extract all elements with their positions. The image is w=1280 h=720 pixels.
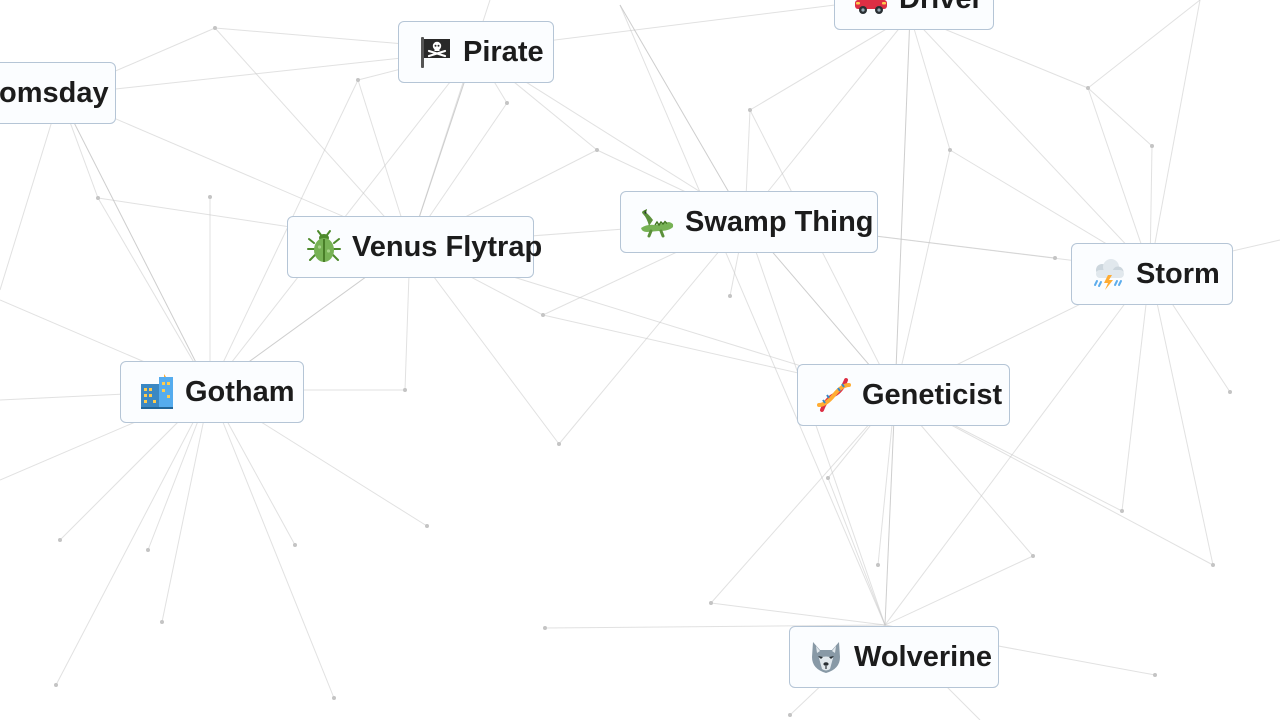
item-gotham[interactable]: Gotham [120,361,304,423]
item-label: Swamp Thing [685,205,874,238]
item-driver[interactable]: Driver [834,0,994,30]
item-storm[interactable]: Storm [1071,243,1233,305]
item-doomsday[interactable]: omsday [0,62,116,124]
item-label: Storm [1136,257,1220,290]
crocodile-icon [639,204,675,240]
city-icon [139,374,175,410]
item-venus-flytrap[interactable]: Venus Flytrap [287,216,542,278]
car-icon [853,0,889,17]
item-wolverine[interactable]: Wolverine [789,626,999,688]
item-label: omsday [0,76,109,109]
beetle-icon [306,229,342,265]
item-pirate[interactable]: Pirate [398,21,554,83]
item-geneticist[interactable]: Geneticist [797,364,1010,426]
item-label: Driver [899,0,983,16]
item-label: Geneticist [862,378,1003,411]
connection-nodes [54,26,1232,717]
dna-icon [816,377,852,413]
pirate-flag-icon [417,34,453,70]
storm-cloud-icon [1090,256,1126,292]
item-label: Venus Flytrap [352,230,543,263]
item-swamp-thing[interactable]: Swamp Thing [620,191,878,253]
item-label: Gotham [185,375,295,408]
wolf-icon [808,639,844,675]
item-label: Wolverine [854,640,993,673]
item-label: Pirate [463,35,544,68]
